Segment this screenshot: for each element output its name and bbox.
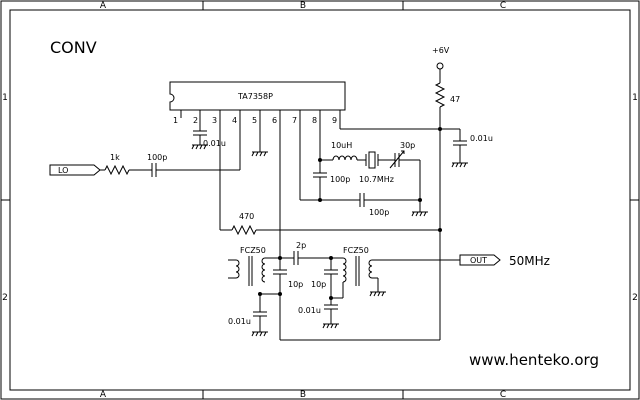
cap-dec1-value: 0.01u xyxy=(228,317,251,326)
coil-in-label: FCZ50 xyxy=(240,246,266,255)
lo-port: LO xyxy=(49,164,101,176)
grid-col-top-a: A xyxy=(100,1,107,11)
out-frequency: 50MHz xyxy=(509,254,550,268)
grid-col-top-c: C xyxy=(500,1,506,11)
trimmer-30p: 30p xyxy=(389,141,415,169)
ic-pin-7: 7 xyxy=(292,116,297,125)
ic-pin-8: 8 xyxy=(312,116,317,125)
grid-col-top-b: B xyxy=(300,1,306,11)
resistor-1k: 1k xyxy=(104,153,130,176)
lo-port-label: LO xyxy=(58,166,68,175)
osc-ground xyxy=(411,211,428,217)
cap-pin2-value: 0.01u xyxy=(203,139,226,148)
out-port: OUT 50MHz xyxy=(459,254,550,268)
grid-row-left-1: 1 xyxy=(2,93,8,103)
ic-pin-9: 9 xyxy=(332,116,337,125)
cap-couple-2p: 2p xyxy=(293,241,306,265)
cap-lo-100p: 100p xyxy=(147,153,167,177)
trimmer-value: 30p xyxy=(400,141,415,150)
cap-lo-value: 100p xyxy=(147,153,167,162)
grid-col-bottom-a: A xyxy=(100,390,107,400)
cap-dec-001u-a: 0.01u xyxy=(228,311,268,337)
schematic-title: CONV xyxy=(50,38,97,57)
transformer-fcz50-in: FCZ50 xyxy=(228,246,266,286)
out-ground xyxy=(369,291,386,297)
resistor-47: 47 xyxy=(434,82,460,108)
ic-pin-4: 4 xyxy=(232,116,237,125)
cap-osc-100p-b: 100p xyxy=(359,193,389,217)
ic-pin-6: 6 xyxy=(272,116,277,125)
cap-tune2-value: 10p xyxy=(311,280,326,289)
transformer-fcz50-out: FCZ50 xyxy=(342,246,373,286)
inductor-10uh: 10uH xyxy=(331,141,358,161)
cap-tune-10p-a: 10p xyxy=(273,258,303,294)
cap-dec2-value: 0.01u xyxy=(298,306,321,315)
pin5-ground xyxy=(251,118,268,157)
cap-tune-10p-b: 10p xyxy=(311,258,338,298)
resistor-470: 470 xyxy=(231,212,257,236)
crystal-value: 10.7MHz xyxy=(359,175,394,184)
cap-bypass-001u: 0.01u xyxy=(451,134,493,168)
inductor-value: 10uH xyxy=(331,141,352,150)
cap-osc-100p-a: 100p xyxy=(313,172,350,200)
crystal-10-7mhz: 10.7MHz xyxy=(359,151,394,184)
out-port-label: OUT xyxy=(470,256,487,265)
resistor-47-value: 47 xyxy=(450,95,460,104)
grid-row-left-2: 2 xyxy=(2,293,8,303)
grid-col-bottom-c: C xyxy=(500,390,506,400)
cap-couple-value: 2p xyxy=(296,241,306,250)
cap-bypass-value: 0.01u xyxy=(470,134,493,143)
cap-osc2-value: 100p xyxy=(369,208,389,217)
grid-row-right-1: 1 xyxy=(632,93,638,103)
cap-pin2: 0.01u xyxy=(191,118,226,150)
ic-pin-2: 2 xyxy=(193,116,198,125)
grid-row-right-2: 2 xyxy=(632,293,638,303)
cap-tune1-value: 10p xyxy=(288,280,303,289)
ic-pin-1: 1 xyxy=(173,116,178,125)
website-credit: www.henteko.org xyxy=(469,351,599,369)
cap-osc1-value: 100p xyxy=(330,175,350,184)
resistor-470-value: 470 xyxy=(239,212,254,221)
ic-ta7358p: TA7358P 1 2 3 4 5 6 7 8 9 xyxy=(169,81,346,125)
grid-col-bottom-b: B xyxy=(300,390,306,400)
cap-dec-001u-b: 0.01u xyxy=(298,298,339,329)
supply-6v: +6V xyxy=(432,46,450,70)
supply-label: +6V xyxy=(432,46,450,55)
ic-name: TA7358P xyxy=(237,92,273,101)
ic-pin-3: 3 xyxy=(212,116,217,125)
coil-out-label: FCZ50 xyxy=(343,246,369,255)
ic-pin-5: 5 xyxy=(252,116,257,125)
resistor-1k-value: 1k xyxy=(110,153,120,162)
